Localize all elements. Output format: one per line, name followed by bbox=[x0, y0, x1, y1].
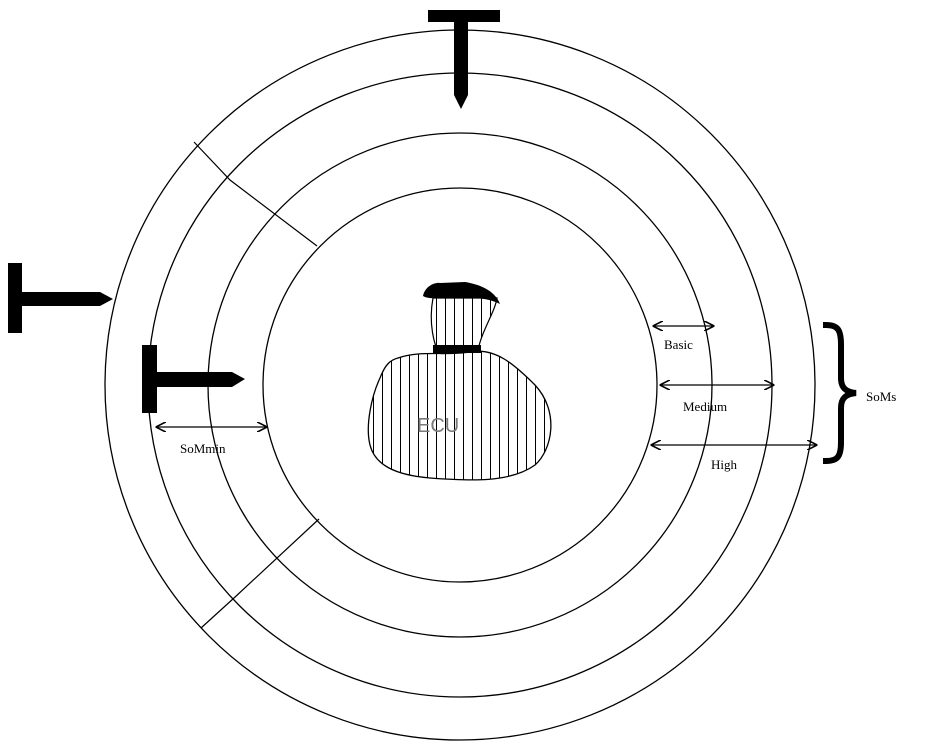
top-attacker-icon bbox=[428, 10, 500, 109]
left-outer-attacker-icon bbox=[8, 263, 113, 333]
soms-brace-icon bbox=[826, 325, 856, 461]
lower-cutaway-line bbox=[201, 519, 319, 628]
basic-label: Basic bbox=[664, 337, 693, 352]
soms-label: SoMs bbox=[866, 389, 896, 404]
somin-label: SoMmin bbox=[180, 441, 226, 456]
bag-neck bbox=[431, 298, 497, 352]
bag-body bbox=[368, 351, 551, 480]
high-label: High bbox=[711, 457, 738, 472]
upper-cutaway-line bbox=[194, 142, 317, 246]
ecu-asset-icon: ECU bbox=[368, 282, 551, 480]
left-inner-attacker-icon bbox=[142, 345, 245, 413]
ecu-label: ECU bbox=[417, 415, 459, 437]
medium-label: Medium bbox=[683, 399, 727, 414]
